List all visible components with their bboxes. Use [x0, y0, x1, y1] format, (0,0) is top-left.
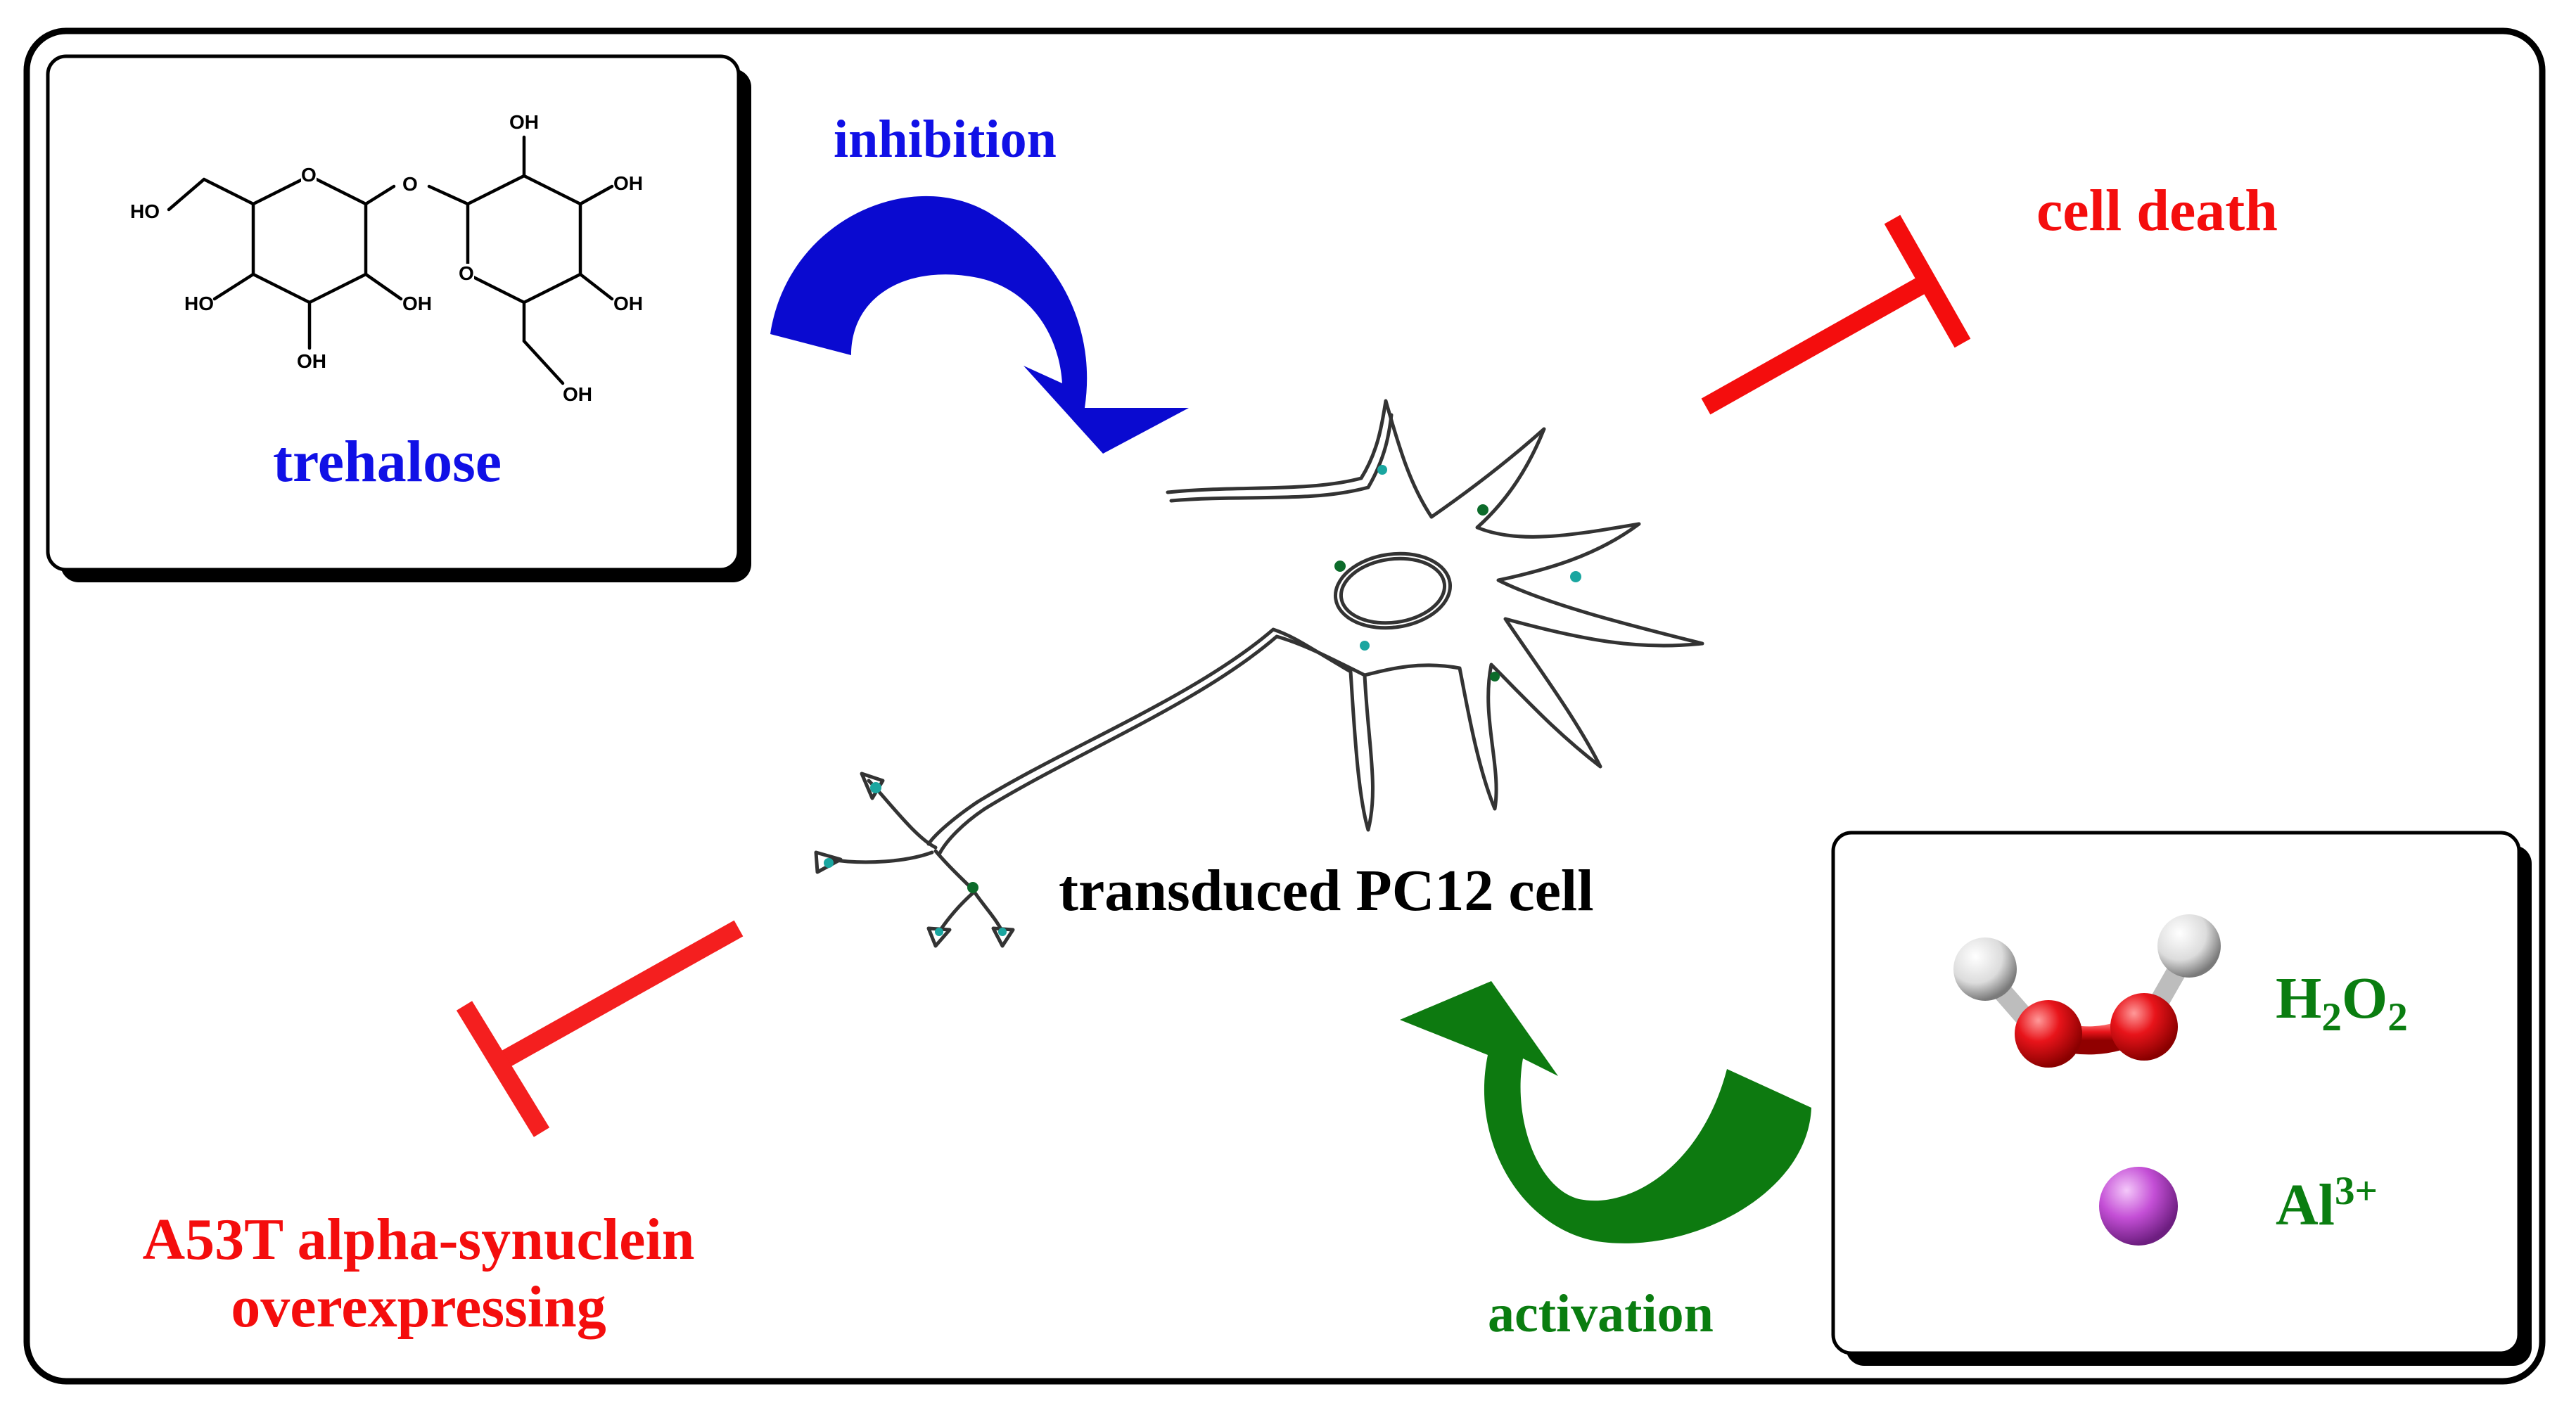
- trehalose-box: [46, 54, 741, 572]
- atom-oh-bottom-right: OH: [563, 383, 592, 405]
- aluminium-ion-sphere: [2099, 1167, 2178, 1246]
- overexpress-label: A53T alpha-synuclein overexpressing: [95, 1206, 742, 1341]
- trehalose-label: trehalose: [273, 429, 502, 494]
- activation-arrow: [1400, 981, 1811, 1243]
- cell-death-inhibitor-symbol: [1701, 215, 1971, 415]
- al-charge: 3+: [2335, 1169, 2378, 1213]
- atom-oh-bottom: OH: [297, 350, 326, 372]
- atom-oh-top: OH: [509, 111, 539, 133]
- activation-label: activation: [1488, 1284, 1714, 1343]
- h2o2-label: H2O2: [2276, 966, 2408, 1037]
- overexpress-label-line2: overexpressing: [231, 1274, 606, 1340]
- atom-bridge-o: O: [402, 173, 418, 195]
- h2o2-h: H: [2276, 966, 2322, 1031]
- atom-oh-lower-mid: OH: [402, 293, 432, 314]
- h2o2-o: O: [2341, 966, 2388, 1031]
- cell-label: transduced PC12 cell: [1059, 858, 1594, 923]
- inhibition-label: inhibition: [834, 110, 1057, 169]
- protein-aggregates: [824, 465, 1581, 936]
- h2o2-sub-2: 2: [2387, 994, 2408, 1039]
- pc12-neuron: [814, 399, 1704, 948]
- atom-ho-lower-left: HO: [184, 293, 214, 314]
- cell-death-label: cell death: [2036, 178, 2278, 243]
- reagent-box: [1831, 831, 2521, 1355]
- atom-ho-left: HO: [130, 200, 160, 222]
- overexpress-label-line1: A53T alpha-synuclein: [142, 1207, 695, 1272]
- h2o2-molecule-model: [1953, 914, 2221, 1068]
- atom-ring-o-right: O: [459, 262, 474, 284]
- atom-oh-right-mid: OH: [613, 293, 643, 314]
- atom-oh-right-top: OH: [613, 172, 643, 194]
- inhibition-arrow: [770, 196, 1189, 454]
- al3-label: Al3+: [2276, 1171, 2378, 1235]
- trehalose-structure: [167, 135, 614, 385]
- al-symbol: Al: [2276, 1172, 2335, 1238]
- a53t-inhibitor-symbol: [456, 920, 744, 1137]
- atom-ring-o-left: O: [301, 164, 317, 186]
- h2o2-sub-1: 2: [2321, 994, 2342, 1039]
